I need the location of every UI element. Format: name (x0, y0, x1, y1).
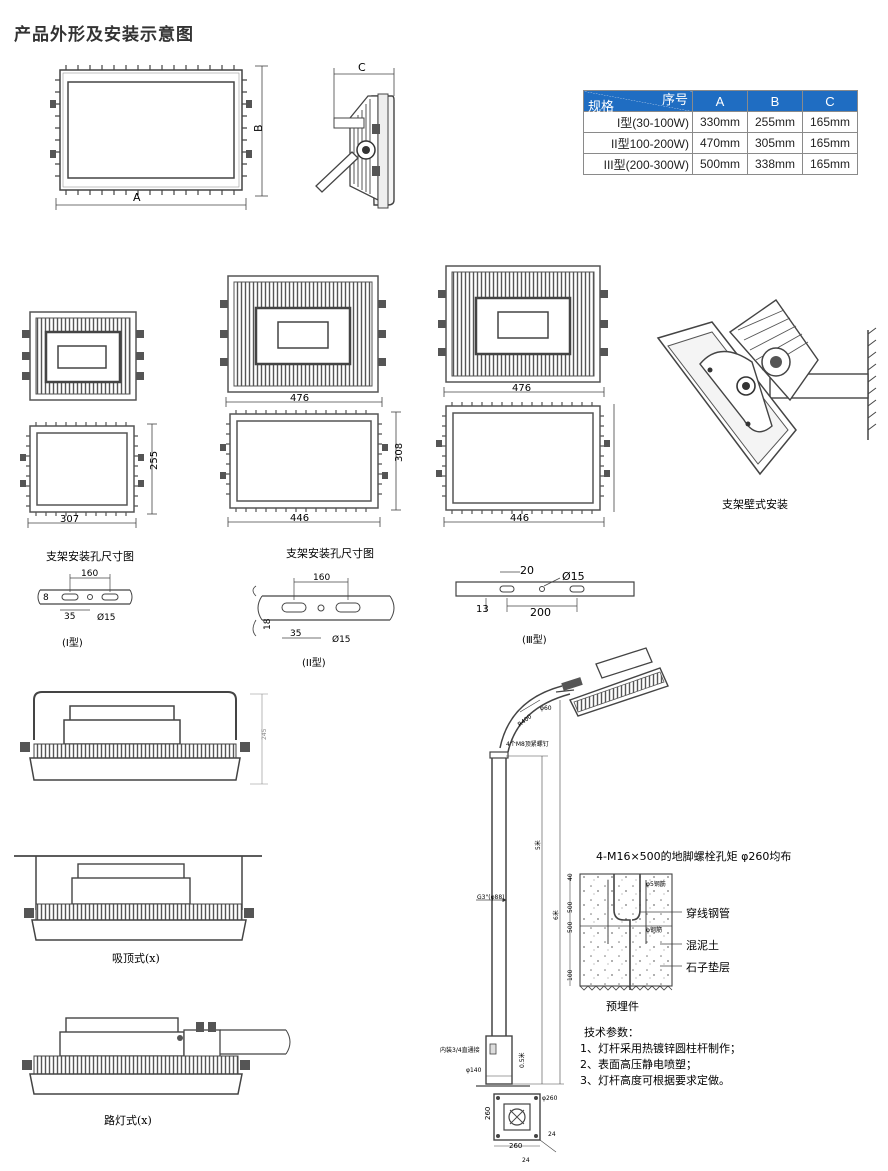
ceiling-mount-drawing: 吸顶式(x) (14, 855, 262, 965)
tech-params: 技术参数： 1、灯杆采用热镀锌圆柱杆制作； 2、表面高压静电喷塑； 3、灯杆高度… (580, 1025, 741, 1087)
svg-text:160: 160 (313, 573, 330, 583)
bracket-caption-1: 支架安装孔尺寸图 (46, 549, 134, 563)
svg-text:35: 35 (64, 612, 75, 622)
svg-text:Ø15: Ø15 (332, 634, 351, 645)
svg-text:260: 260 (509, 1142, 522, 1150)
spec-header-corner: 规格 序号 (583, 90, 693, 114)
svg-text:5米: 5米 (534, 840, 542, 850)
svg-text:8: 8 (43, 593, 49, 603)
type1-height-label: 255 (149, 451, 160, 470)
table-row: I型(30-100W) 330mm 255mm 165mm (583, 111, 858, 133)
table-row: III型(200-300W) 500mm 338mm 165mm (583, 153, 858, 175)
type2-top-view: 476 (220, 275, 386, 407)
foundation-title: 4-M16×500的地脚螺栓孔矩 φ260均布 (596, 849, 791, 863)
type2-height-label: 308 (394, 443, 405, 462)
svg-text:13: 13 (476, 604, 489, 615)
svg-text:内装3/4直通接: 内装3/4直通接 (440, 1046, 480, 1054)
outline-side-view: C (315, 61, 395, 209)
type3-width-label: 446 (510, 513, 529, 524)
wall-mount-caption: 支架壁式安装 (722, 497, 788, 511)
page-title: 产品外形及安装示意图 (14, 25, 194, 45)
svg-text:6米: 6米 (552, 910, 560, 920)
side-view-handle: 245 (20, 691, 268, 785)
dim-b-label: B (252, 124, 265, 132)
foundation-gravel: 石子垫层 (686, 960, 730, 974)
spec-col-c: C (802, 90, 858, 112)
spec-header-right: 序号 (661, 92, 688, 107)
bracket-type2: 支架安装孔尺寸图 160 35 18 Ø15 (II型) (252, 546, 395, 669)
type1-top-view (22, 311, 144, 401)
svg-text:500: 500 (567, 901, 574, 913)
foundation-drawing: 4-M16×500的地脚螺栓孔矩 φ260均布 φ5钢筋 φ钢筋 穿线钢管 混泥… (567, 849, 791, 1013)
spec-col-b: B (747, 90, 803, 112)
svg-text:φ260: φ260 (542, 1095, 558, 1102)
svg-text:500: 500 (567, 921, 574, 933)
svg-text:φ钢筋: φ钢筋 (646, 926, 662, 934)
svg-text:Ø15: Ø15 (97, 612, 116, 623)
svg-text:φ140: φ140 (466, 1067, 482, 1074)
svg-text:260: 260 (484, 1107, 492, 1120)
foundation-caption: 预埋件 (606, 1000, 639, 1013)
bracket-type3: 20 Ø15 13 200 (Ⅲ型) (455, 564, 635, 646)
svg-text:G3"(φ88): G3"(φ88) (477, 894, 505, 901)
svg-text:20: 20 (520, 564, 534, 577)
svg-text:R400: R400 (517, 713, 534, 728)
dim-a-label: A (133, 191, 141, 204)
svg-text:φ5钢筋: φ5钢筋 (646, 880, 666, 888)
side-dim-label: 245 (261, 728, 268, 740)
type1-width-label: 307 (60, 514, 79, 525)
tech-item-2: 2、表面高压静电喷塑； (580, 1057, 697, 1071)
svg-text:4个M8顶紧螺钉: 4个M8顶紧螺钉 (506, 740, 549, 748)
type3-top-width-label: 476 (512, 383, 531, 394)
svg-text:24: 24 (522, 1157, 530, 1164)
svg-text:24: 24 (548, 1131, 556, 1138)
bracket-caption-2: 支架安装孔尺寸图 (286, 546, 374, 560)
svg-text:0.5米: 0.5米 (518, 1052, 526, 1068)
ceiling-caption: 吸顶式(x) (112, 952, 160, 965)
type2-width-label: 446 (290, 513, 309, 524)
outline-front-view: A B (50, 65, 268, 210)
type3-top-view: 476 (438, 265, 608, 397)
wall-mount-drawing: 支架壁式安装 (656, 299, 877, 511)
street-mount-drawing: 路灯式(x) (22, 1017, 291, 1127)
svg-text:160: 160 (81, 569, 98, 579)
tech-heading: 技术参数： (584, 1025, 639, 1039)
type2-front-view: 446 308 (220, 410, 405, 527)
dim-c-label: C (358, 61, 366, 74)
bracket-type3-label: (Ⅲ型) (522, 633, 547, 646)
svg-text:100: 100 (567, 969, 574, 981)
svg-text:18: 18 (263, 618, 273, 630)
spec-table: 规格 序号 A B C I型(30-100W) 330mm 255mm 165m… (583, 90, 858, 175)
tech-item-1: 1、灯杆采用热镀锌圆柱杆制作； (580, 1041, 741, 1055)
type3-front-view: 446 (436, 402, 615, 527)
foundation-conduit: 穿线钢管 (686, 906, 730, 920)
bracket-type1-label: (I型) (62, 636, 83, 649)
svg-text:200: 200 (530, 606, 551, 619)
bracket-type1: 支架安装孔尺寸图 160 35 8 Ø15 (I型) (37, 549, 134, 649)
spec-header-left: 规格 (588, 99, 615, 114)
street-caption: 路灯式(x) (104, 1114, 152, 1127)
svg-text:φ60: φ60 (540, 705, 552, 712)
type2-top-width-label: 476 (290, 393, 309, 404)
bracket-type2-label: (II型) (302, 656, 326, 669)
type1-front-view: 307 255 (20, 422, 160, 528)
spec-col-a: A (692, 90, 748, 112)
tech-item-3: 3、灯杆高度可根据要求定做。 (580, 1073, 730, 1087)
svg-text:40: 40 (567, 873, 574, 881)
svg-text:35: 35 (290, 629, 301, 639)
table-row: II型100-200W) 470mm 305mm 165mm (583, 132, 858, 154)
svg-text:Ø15: Ø15 (562, 570, 585, 583)
street-pole-drawing: φ60 R400 4个M8顶紧螺钉 G3"(φ88) 5米 6米 内装3/4直通… (440, 647, 669, 1164)
foundation-concrete: 混泥土 (686, 939, 719, 952)
